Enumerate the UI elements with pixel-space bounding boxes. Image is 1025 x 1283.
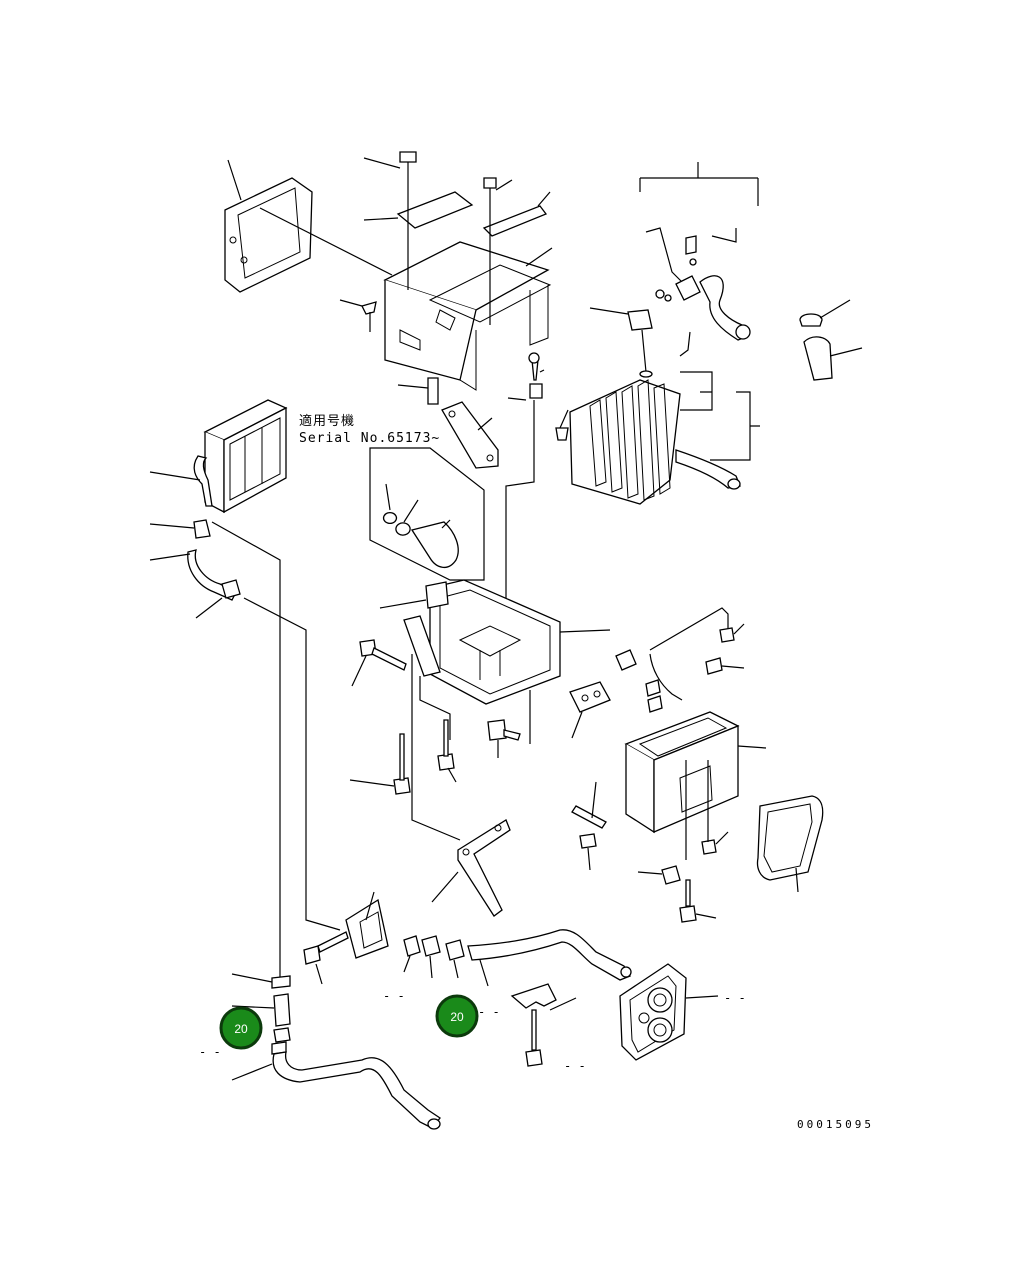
top-bolts (363, 151, 551, 237)
dash-label: - - (478, 1005, 500, 1019)
controller (571, 711, 824, 923)
motor-unit (619, 963, 719, 1061)
dash-label: - - (724, 991, 746, 1005)
dash-label: - - (199, 1045, 221, 1059)
serial-note: 適用号機 Serial No.65173~ (299, 413, 485, 581)
heater-core (149, 399, 288, 514)
left-hoses (149, 519, 341, 980)
dash-label: - - (564, 1059, 586, 1073)
bracket-lower (431, 819, 511, 917)
reference-badge-center[interactable]: 20 (435, 994, 479, 1038)
note-line-2: Serial No.65173~ (299, 431, 440, 446)
cover-frame (224, 159, 313, 293)
wire-harness (615, 607, 745, 713)
case-lower (379, 579, 611, 841)
bottom-left-parts (231, 891, 441, 1130)
note-line-1: 適用号機 (299, 413, 355, 429)
dash-label: - - (383, 989, 405, 1003)
lower-bolts (349, 639, 611, 795)
evaporator (569, 162, 760, 505)
reference-badge-left[interactable]: 20 (219, 1006, 263, 1050)
bottom-center-hoses (403, 929, 632, 1067)
badge-label: 20 (234, 1022, 248, 1036)
screw (339, 299, 377, 332)
bracket-small (397, 352, 569, 690)
case-upper (259, 180, 553, 391)
right-small-parts (799, 299, 863, 381)
document-number: 00015095 (797, 1118, 874, 1131)
badge-label: 20 (450, 1010, 464, 1024)
